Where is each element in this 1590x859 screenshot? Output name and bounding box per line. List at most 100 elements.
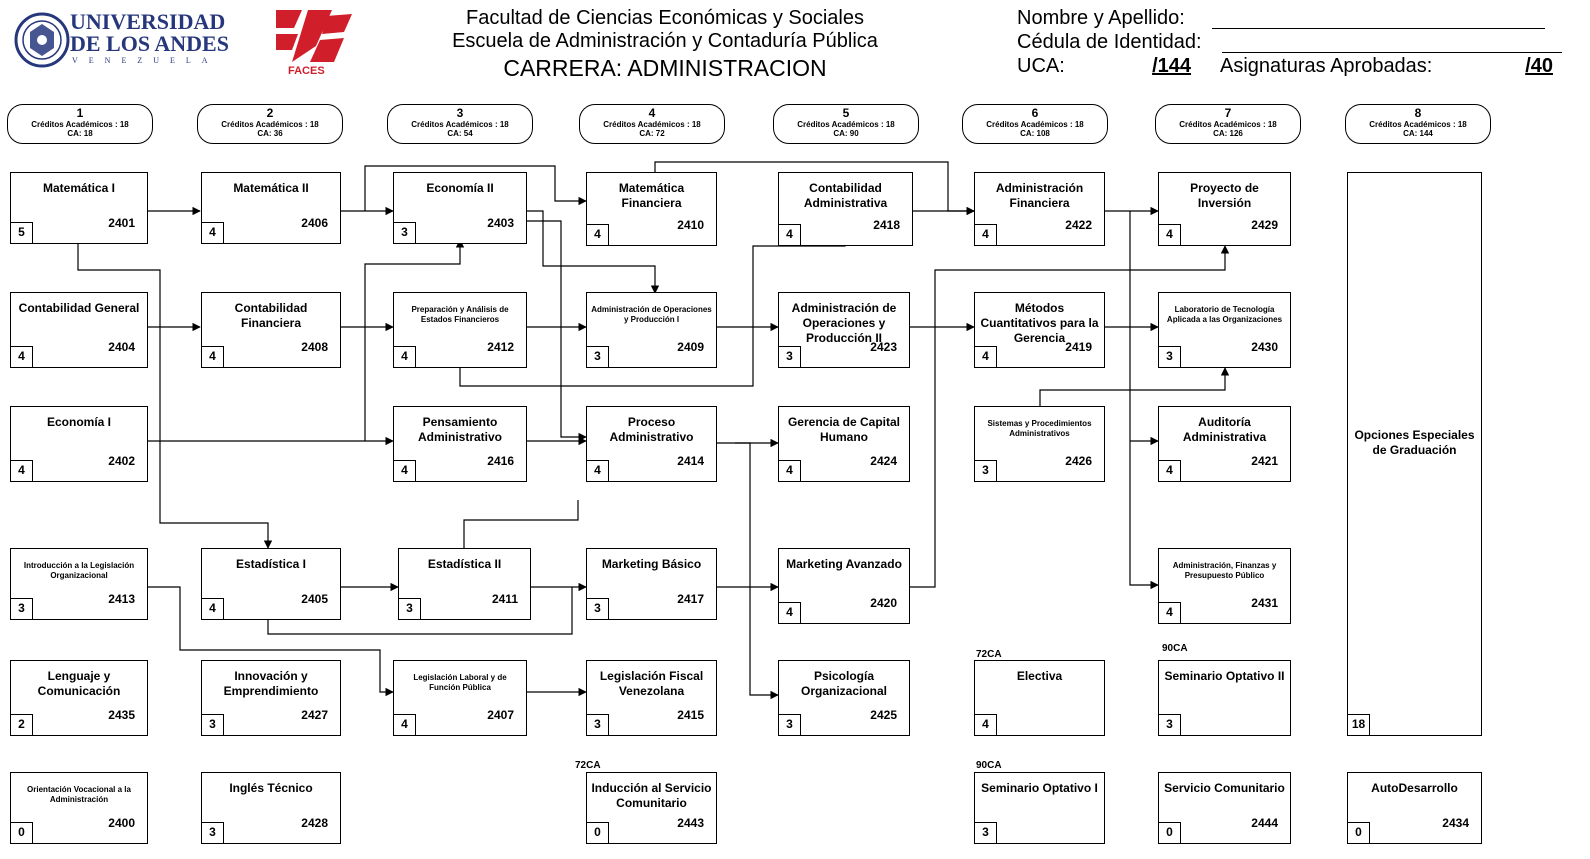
course-code: 2435 xyxy=(108,708,135,722)
uca-value[interactable]: /144 xyxy=(1152,55,1191,77)
course-name: Estadística II xyxy=(427,557,502,571)
course-code: 2403 xyxy=(487,216,514,230)
course-name: Inglés Técnico xyxy=(229,781,313,795)
link-2403-2410 xyxy=(364,165,587,211)
course-credits: 3 xyxy=(587,346,609,367)
semester-number: 2 xyxy=(266,106,274,120)
course-name: Marketing Avanzado xyxy=(786,557,902,571)
note-electiva: 72CA xyxy=(976,649,1002,660)
course-code: 2431 xyxy=(1251,596,1278,610)
course-name: Lenguaje y Comunicación xyxy=(37,669,121,698)
course-code: 2422 xyxy=(1065,218,1092,232)
note-2443: 72CA xyxy=(575,760,601,771)
course-credits: 4 xyxy=(1159,224,1181,245)
course-code: 2421 xyxy=(1251,454,1278,468)
course-code: 2404 xyxy=(108,340,135,354)
approved-value[interactable]: /40 xyxy=(1525,55,1553,77)
course-name: Contabilidad General xyxy=(18,301,140,315)
course-name: Seminario Optativo II xyxy=(1164,669,1285,683)
course-name: Administración de Operaciones y Producci… xyxy=(591,305,712,324)
course-name: Innovación y Emprendimiento xyxy=(223,669,319,698)
course-c2413[interactable]: Introducción a la Legislación Organizaci… xyxy=(10,548,148,620)
faces-label: FACES xyxy=(288,65,325,77)
course-code: 2430 xyxy=(1251,340,1278,354)
course-c2400[interactable]: Orientación Vocacional a la Administraci… xyxy=(10,772,148,844)
course-credits: 4 xyxy=(202,598,224,619)
course-c2431[interactable]: Administración, Finanzas y Presupuesto P… xyxy=(1158,548,1291,624)
course-name: Gerencia de Capital Humano xyxy=(787,415,901,444)
faces-logo-icon xyxy=(276,10,352,62)
course-credits: 4 xyxy=(11,460,33,481)
course-name: Auditoría Administrativa xyxy=(1182,415,1267,444)
course-credits: 3 xyxy=(587,714,609,735)
id-field[interactable] xyxy=(1222,52,1562,53)
link-2414-2425 xyxy=(735,442,779,700)
course-c2407[interactable]: Legislación Laboral y de Función Pública… xyxy=(393,660,527,736)
course-name: Contabilidad Administrativa xyxy=(803,181,888,210)
link-2422-2431 xyxy=(1129,211,1159,590)
course-credits: 3 xyxy=(202,714,224,735)
course-code: 2426 xyxy=(1065,454,1092,468)
course-credits: 3 xyxy=(1159,346,1181,367)
course-code: 2410 xyxy=(677,218,704,232)
course-c2423[interactable]: Administración de Operaciones y Producci… xyxy=(778,292,910,368)
name-field[interactable] xyxy=(1212,28,1545,29)
course-code: 2406 xyxy=(301,216,328,230)
course-name: Economía I xyxy=(46,415,111,429)
course-credits: 5 xyxy=(11,222,33,243)
link-2401-2405 xyxy=(77,244,273,549)
semester-number: 6 xyxy=(1031,106,1039,120)
note-sem1: 90CA xyxy=(976,760,1002,771)
course-name: Introducción a la Legislación Organizaci… xyxy=(23,561,135,580)
course-c2412[interactable]: Preparación y Análisis de Estados Financ… xyxy=(393,292,527,368)
course-credits: 3 xyxy=(202,822,224,843)
course-credits: 4 xyxy=(587,460,609,481)
course-c2430[interactable]: Laboratorio de Tecnología Aplicada a las… xyxy=(1158,292,1291,368)
university-line3: VENEZUELA xyxy=(72,56,219,65)
course-code: 2414 xyxy=(677,454,704,468)
link-2413-2407 xyxy=(147,586,394,697)
semester-number: 8 xyxy=(1414,106,1422,120)
course-code: 2409 xyxy=(677,340,704,354)
course-c2409[interactable]: Administración de Operaciones y Producci… xyxy=(586,292,717,368)
course-name: Laboratorio de Tecnología Aplicada a las… xyxy=(1166,305,1283,324)
link-2405-2417 xyxy=(267,587,573,635)
course-c2426[interactable]: Sistemas y Procedimientos Administrativo… xyxy=(974,406,1105,482)
course-code: 2415 xyxy=(677,708,704,722)
semester-credits: Créditos Académicos : 18 xyxy=(221,120,319,129)
course-code: 2408 xyxy=(301,340,328,354)
career-title: CARRERA: ADMINISTRACION xyxy=(503,55,827,81)
